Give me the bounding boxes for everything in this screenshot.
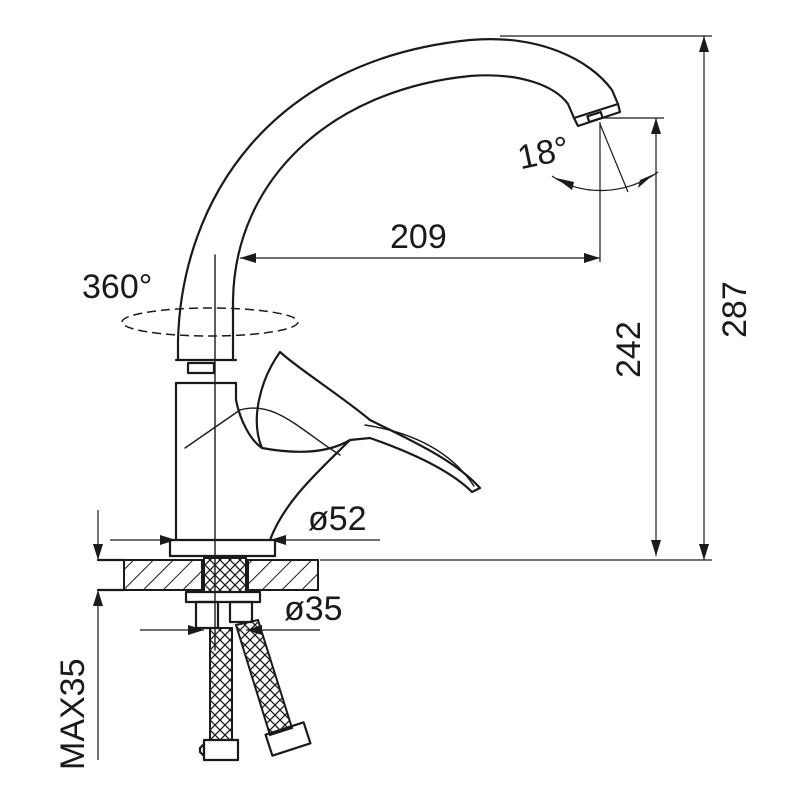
hole-diameter-label: ø35 [284,590,343,628]
base-diameter-label: ø52 [308,500,367,538]
reach-dimension [240,122,601,263]
aerator-angle-dimension [551,123,659,193]
spout [174,38,622,385]
aerator-angle-label: 18° [514,129,572,177]
supply-hoses [198,618,312,762]
total-height-label: 287 [716,281,754,338]
countertop-section [96,557,319,630]
spout-height-label: 242 [610,321,648,378]
max-thickness-dimension [93,510,103,760]
rotation-label: 360° [82,268,152,306]
hole-diameter-dimension [140,625,320,635]
rotation-ellipse [121,307,299,337]
reach-label: 209 [390,218,447,256]
faucet-body [168,350,482,558]
spout-height-dimension [602,117,664,556]
base-diameter-dimension [110,535,380,545]
total-height-dimension [320,35,712,561]
max-thickness-label: MAX35 [54,659,92,771]
